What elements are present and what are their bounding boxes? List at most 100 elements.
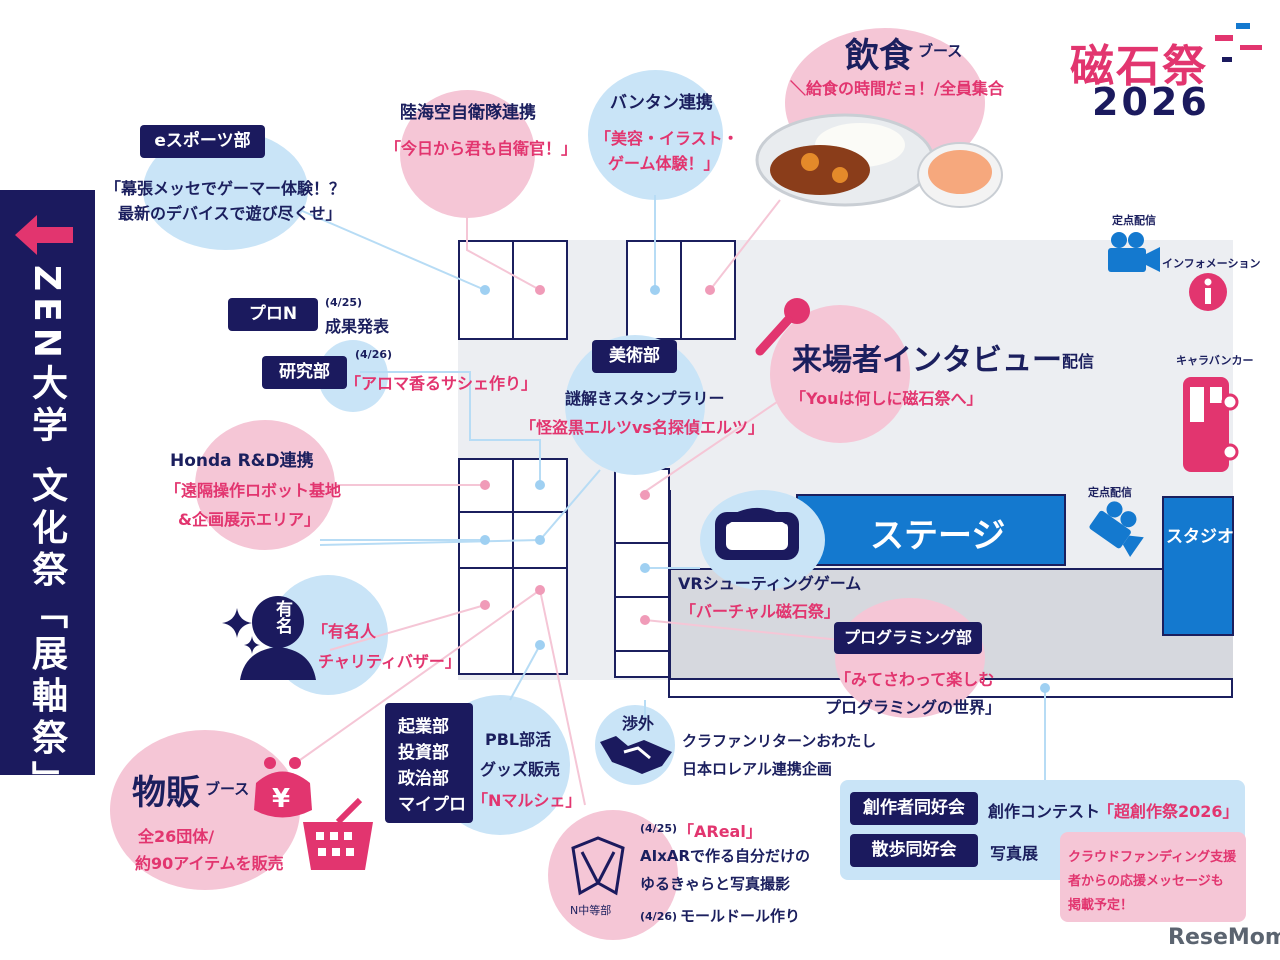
- location-dot: [705, 285, 715, 295]
- pbl-tag-4: マイプロ: [398, 795, 466, 815]
- nchuto-line2: ゆるきゃらと写真撮影: [640, 875, 791, 893]
- interview-desc: 「Youは何しに磁石祭へ」: [790, 389, 983, 408]
- location-dot: [480, 480, 490, 490]
- booth-cell[interactable]: [614, 650, 670, 678]
- booth-cell[interactable]: [614, 596, 670, 652]
- research-date: (4/26): [355, 348, 393, 361]
- studio-label: スタジオ: [1166, 527, 1234, 547]
- honda-line1: 「遠隔操作ロボット基地: [165, 481, 342, 500]
- food-title: 飲食: [845, 36, 913, 76]
- pbl-tag-3: 政治部: [398, 769, 449, 789]
- walking-tag: 散歩同好会: [850, 834, 978, 867]
- information-label: インフォメーション: [1162, 257, 1261, 270]
- merch-suffix: ブース: [205, 780, 250, 798]
- left-banner: [0, 190, 95, 775]
- sdf-desc: 「今日から君も自衛官！」: [385, 139, 578, 158]
- food-suffix: ブース: [918, 42, 963, 60]
- location-dot: [640, 563, 650, 573]
- interview-circle: [770, 305, 910, 443]
- pbl-tag-2: 投資部: [398, 743, 449, 763]
- esports-tag: eスポーツ部: [140, 125, 265, 158]
- pbl-tags-box: [385, 703, 473, 823]
- n-chuto-logo-icon: [571, 836, 625, 896]
- booth-cell[interactable]: [458, 567, 514, 675]
- pbl-title1: PBL部活: [485, 730, 552, 749]
- research-tag: 研究部: [262, 356, 347, 389]
- location-dot: [535, 480, 545, 490]
- nchuto-date2: (4/26): [640, 910, 678, 923]
- crowdfunding-line3: 掲載予定！: [1068, 898, 1134, 913]
- stage[interactable]: [796, 494, 1066, 566]
- location-dot: [480, 535, 490, 545]
- programming-line1: 「みてさわって楽しむ: [835, 670, 995, 689]
- logo-title: 磁石祭: [1070, 41, 1208, 92]
- interview-title: 来場者インタビュー: [792, 343, 1062, 378]
- location-dot: [535, 285, 545, 295]
- programming-tag: プログラミング部: [834, 622, 982, 654]
- creators-desc: 創作コンテスト: [988, 802, 1101, 821]
- bantan-line2: ゲーム体験！」: [608, 154, 720, 173]
- crowdfunding-line1: クラウドファンディング支援: [1068, 850, 1237, 865]
- nchuto-line1: AIxARで作る自分だけの: [640, 847, 811, 865]
- food-desc: ＼給食の時間だョ！/全員集合: [790, 79, 1004, 98]
- walking-desc: 写真展: [990, 844, 1039, 863]
- stage-label: ステージ: [870, 516, 1006, 556]
- logo-sparkle-icon: [1215, 23, 1262, 62]
- art-title: 謎解きスタンプラリー: [565, 389, 725, 408]
- celebrity-line1: 「有名人: [312, 622, 377, 641]
- booth-cell[interactable]: [512, 240, 568, 340]
- banner-title: ZEN大学 文化祭「展軸祭」: [26, 265, 67, 803]
- location-dot: [640, 490, 650, 500]
- crowdfunding-line2: 者からの応援メッセージも: [1068, 874, 1224, 889]
- video-camera-icon: [1089, 501, 1144, 557]
- honda-line2: &企画展示エリア」: [178, 510, 320, 529]
- sdf-title: 陸海空自衛隊連携: [400, 103, 536, 123]
- handshake-icon: [600, 736, 672, 774]
- celebrity-line2: チャリティバザー」: [318, 652, 461, 671]
- art-desc: 「怪盗黒エルツvs名探偵エルツ」: [520, 418, 764, 437]
- honda-title: Honda R&D連携: [170, 451, 314, 471]
- art-tag: 美術部: [592, 340, 677, 373]
- video-camera-icon: [1108, 232, 1160, 272]
- location-dot: [480, 285, 490, 295]
- information-icon: [1189, 273, 1227, 311]
- celebrity-badge: 有名: [272, 600, 292, 634]
- vr-headset-icon: [715, 508, 799, 560]
- person-silhouette-icon: [240, 596, 316, 680]
- bantan-title: バンタン連携: [610, 93, 713, 113]
- merch-line2: 約90アイテムを販売: [135, 854, 284, 873]
- outreach-line1: クラファンリターンおわたし: [682, 732, 877, 750]
- bantan-line1: 「美容・イラスト・: [595, 129, 739, 148]
- venue-floor-topedge: [668, 568, 1233, 570]
- esports-line1: 「幕張メッセでゲーマー体験！？: [105, 179, 346, 198]
- pron-desc: 成果発表: [325, 317, 390, 336]
- logo-year: 2026: [1092, 80, 1210, 124]
- nchuto-date1: (4/25): [640, 822, 678, 835]
- curry-plate-icon: [755, 113, 1003, 208]
- honda-circle: [195, 420, 335, 550]
- crowdfunding-note: [1060, 832, 1246, 922]
- programming-circle: [835, 598, 985, 718]
- pron-tag: プロN: [228, 298, 318, 331]
- bantan-circle: [588, 70, 723, 200]
- microphone-icon: [755, 298, 810, 356]
- location-dot: [535, 535, 545, 545]
- research-desc: 「アロマ香るサシェ作り」: [345, 374, 538, 393]
- merch-line1: 全26団体/: [138, 827, 215, 846]
- location-dot: [650, 285, 660, 295]
- fixed-camera-label-1: 定点配信: [1112, 214, 1156, 227]
- merch-title: 物販: [132, 773, 200, 813]
- programming-line2: プログラミングの世界」: [825, 698, 1002, 717]
- studio[interactable]: [1162, 496, 1234, 636]
- nchuto-circle: [548, 810, 678, 940]
- location-dot: [535, 640, 545, 650]
- location-dot: [1040, 683, 1050, 693]
- watermark: ReseMom: [1168, 925, 1280, 950]
- kitchen-car-label: キャラバンカー: [1176, 354, 1254, 367]
- vr-title: VRシューティングゲーム: [678, 574, 862, 593]
- pbl-title2: グッズ販売: [480, 760, 561, 779]
- interview-suffix: 配信: [1062, 352, 1095, 371]
- outreach-tag: 渉外: [622, 714, 655, 733]
- creators-tag: 創作者同好会: [850, 792, 978, 825]
- booth-cell[interactable]: [680, 240, 736, 340]
